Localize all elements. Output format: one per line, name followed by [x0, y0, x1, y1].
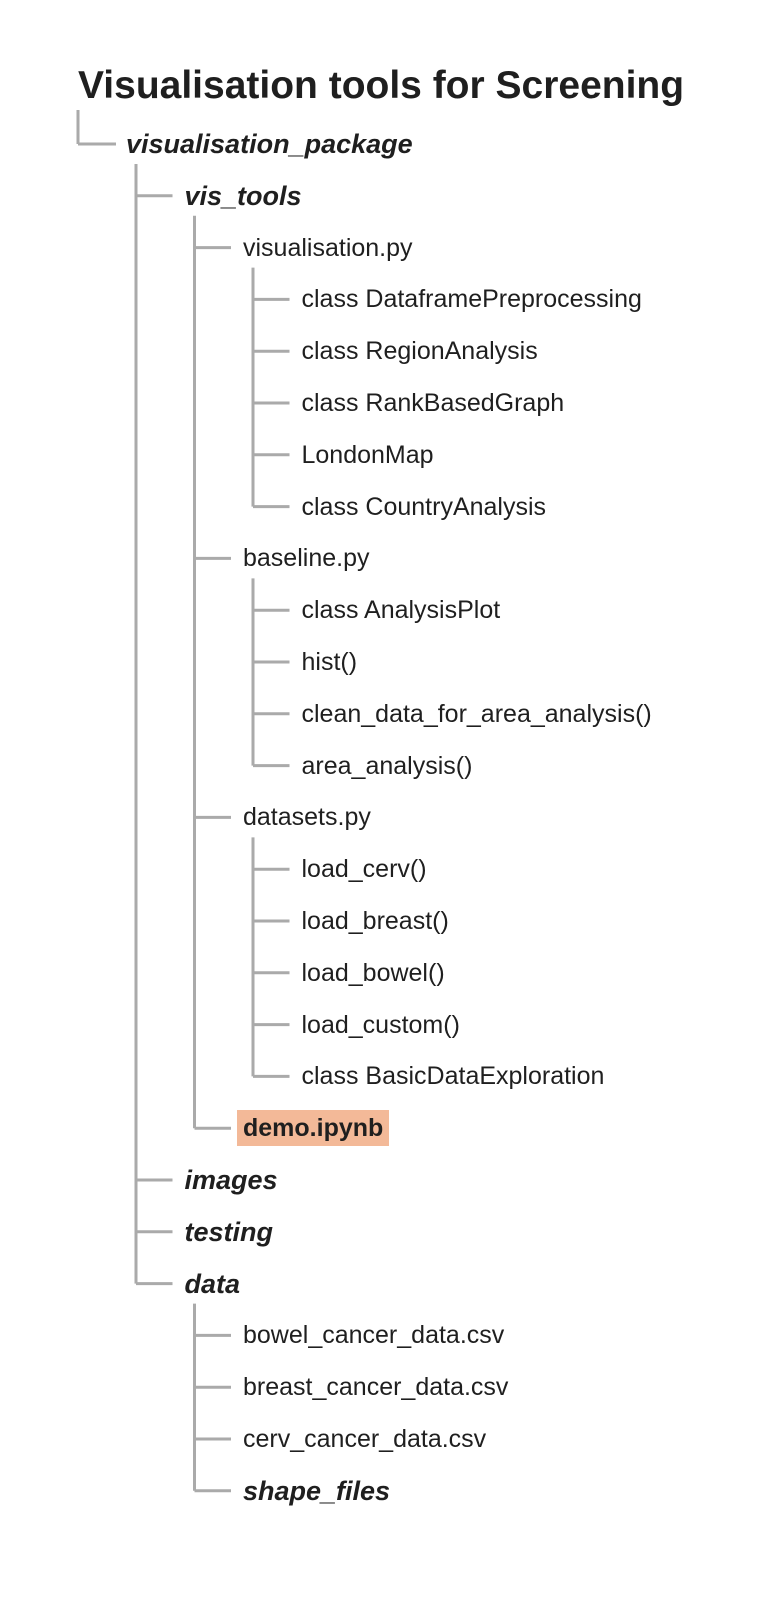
file-breast-cancer-data-csv[interactable]: breast_cancer_data.csv — [243, 1373, 509, 1402]
folder-shape-files[interactable]: shape_files — [243, 1475, 391, 1506]
folder-testing[interactable]: testing — [184, 1216, 274, 1247]
file-visualisation-py[interactable]: visualisation.py — [243, 233, 413, 262]
file-class-basicdataexploration[interactable]: class BasicDataExploration — [301, 1062, 605, 1091]
file-load-breast[interactable]: load_breast() — [301, 907, 449, 935]
file-area-analysis[interactable]: area_analysis() — [301, 751, 473, 780]
file-load-custom[interactable]: load_custom() — [301, 1010, 460, 1039]
file-class-countryanalysis[interactable]: class CountryAnalysis — [301, 492, 547, 521]
file-class-regionanalysis[interactable]: class RegionAnalysis — [301, 337, 538, 366]
folder-data[interactable]: data — [184, 1268, 241, 1299]
file-cerv-cancer-data-csv[interactable]: cerv_cancer_data.csv — [243, 1425, 487, 1453]
file-load-bowel[interactable]: load_bowel() — [301, 958, 445, 987]
file-londonmap[interactable]: LondonMap — [301, 440, 434, 469]
file-clean-data-for-area-analysis[interactable]: clean_data_for_area_analysis() — [301, 699, 652, 728]
folder-visualisation-package[interactable]: visualisation_package — [126, 129, 413, 159]
file-hist[interactable]: hist() — [301, 648, 358, 676]
folder-vis-tools[interactable]: vis_tools — [184, 180, 302, 211]
file-demo-ipynb[interactable]: demo.ipynb — [237, 1110, 390, 1147]
file-class-dataframepreprocessing[interactable]: class DataframePreprocessing — [301, 285, 642, 314]
file-bowel-cancer-data-csv[interactable]: bowel_cancer_data.csv — [243, 1321, 505, 1350]
file-class-rankbasedgraph[interactable]: class RankBasedGraph — [301, 389, 565, 417]
page-title: Visualisation tools for Screening — [78, 64, 685, 107]
folder-images[interactable]: images — [184, 1165, 278, 1195]
file-load-cerv[interactable]: load_cerv() — [301, 855, 427, 884]
file-baseline-py[interactable]: baseline.py — [243, 544, 370, 573]
file-datasets-py[interactable]: datasets.py — [243, 803, 371, 832]
file-class-analysisplot[interactable]: class AnalysisPlot — [301, 596, 501, 625]
